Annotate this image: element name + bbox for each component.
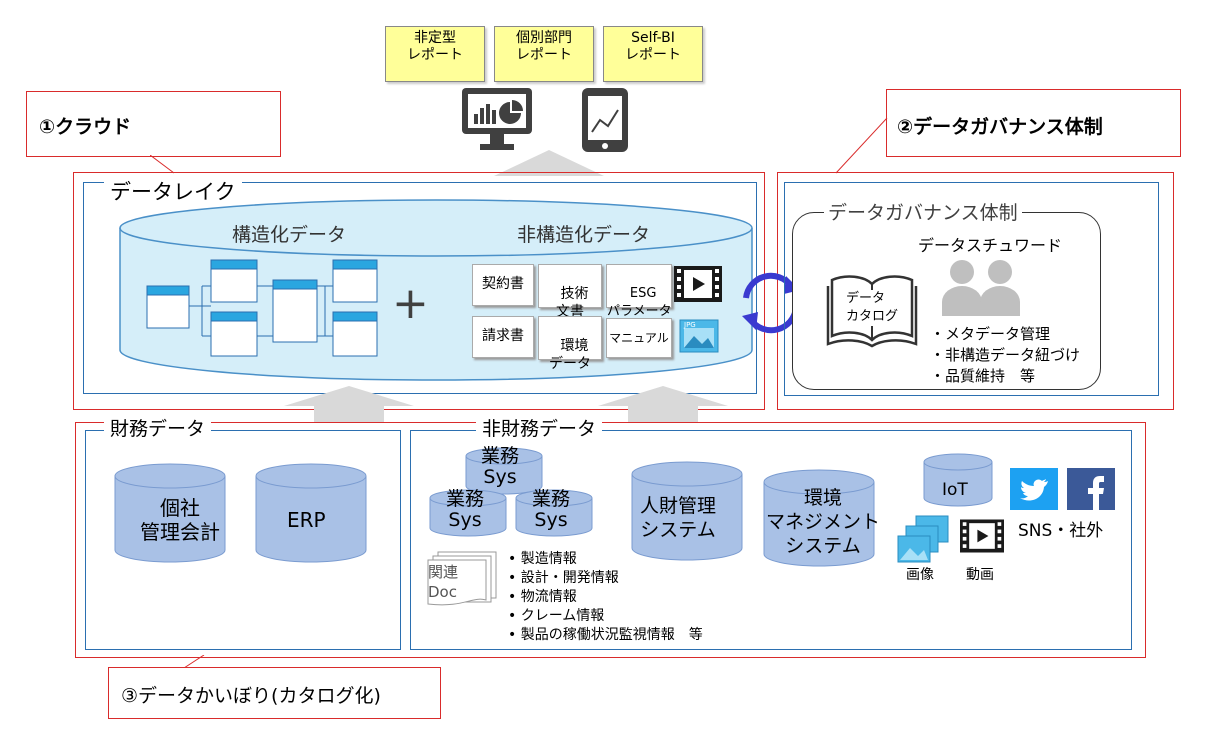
report-note-selfbi-label: Self-BI レポート [625, 30, 681, 63]
callout-cloud-label: ①クラウド [39, 116, 132, 138]
db-environment-system-label: 環境 マネジメント システム [766, 487, 881, 557]
tablet-chart-icon [582, 88, 628, 152]
report-note-adhoc-label: 非定型 レポート [407, 30, 463, 63]
video-label: 動画 [966, 567, 994, 583]
sources-frame [75, 422, 1146, 658]
nonfinancial-data-title: 非財務データ [476, 414, 603, 441]
callout-catalog-leader [183, 655, 205, 669]
doc-esg-label: ESG パラメータ [607, 286, 672, 319]
db-management-accounting-label: 個社 管理会計 [140, 496, 220, 544]
ingest-arrow-left [284, 386, 414, 422]
doc-manual: マニュアル [606, 318, 672, 358]
doc-env-label: 環境 データ [549, 338, 591, 372]
callout-governance-label: ②データガバナンス体制 [897, 116, 1103, 138]
governance-panel-title: データガバナンス体制 [824, 198, 1022, 225]
db-business-sys-right-label: 業務 Sys [532, 488, 571, 531]
db-business-sys-top-label: 業務 Sys [481, 445, 520, 488]
governance-bullets: ・メタデータ管理 ・非構造データ紐づけ ・品質維持 等 [930, 324, 1080, 387]
governance-bullet: ・品質維持 等 [930, 367, 1036, 385]
db-iot-label: IoT [942, 480, 968, 500]
unstructured-data-label: 非構造化データ [517, 224, 651, 246]
data-catalog-book-label: データ カタログ [846, 290, 899, 326]
governance-box [784, 182, 1159, 396]
db-management-accounting [114, 463, 226, 563]
table-relations-diagram [146, 259, 378, 357]
doc-contract: 契約書 [472, 264, 534, 306]
nonfinancial-bullet: • 製造情報 [508, 551, 577, 567]
db-erp [255, 463, 367, 563]
jpg-label: JPG [683, 321, 696, 329]
doc-manual-label: マニュアル [609, 331, 669, 345]
image-file-icon: JPG [679, 319, 719, 353]
monitor-chart-icon [462, 88, 532, 150]
callout-catalog-label: ③データかいぼり(カタログ化) [121, 685, 381, 707]
doc-esg: ESG パラメータ [606, 264, 672, 319]
db-hr-system [631, 461, 743, 561]
nonfinancial-bullets: • 製造情報 • 設計・開発情報 • 物流情報 • クレーム情報 • 製品の稼働… [508, 550, 703, 645]
related-docs-icon [427, 551, 497, 606]
callout-cloud: ①クラウド [26, 91, 281, 157]
doc-contract-label: 契約書 [482, 276, 524, 292]
video-small-icon [960, 519, 1004, 553]
data-lake-box [83, 182, 757, 394]
nonfinancial-data-box [410, 430, 1132, 650]
db-environment-system [763, 469, 875, 567]
governance-frame [777, 172, 1174, 410]
doc-invoice: 請求書 [472, 316, 534, 358]
report-note-department: 個別部門 レポート [494, 26, 594, 82]
nonfinancial-bullet: • 物流情報 [508, 589, 577, 605]
doc-invoice-label: 請求書 [482, 328, 524, 344]
plus-sign: + [392, 278, 429, 329]
nonfinancial-bullet: • 製品の稼働状況監視情報 等 [508, 627, 703, 643]
data-lake-title: データレイク [104, 176, 242, 206]
output-arrow [494, 150, 604, 176]
db-iot [923, 453, 993, 507]
report-note-adhoc: 非定型 レポート [385, 26, 485, 82]
people-icon [942, 260, 1020, 316]
db-hr-system-label: 人財管理 システム [640, 495, 717, 541]
related-docs-label: 関連 Doc [428, 563, 459, 601]
callout-governance-leader [836, 118, 888, 174]
db-business-sys-top [465, 447, 543, 495]
governance-bullet: ・メタデータ管理 [930, 325, 1051, 343]
db-erp-label: ERP [287, 508, 326, 532]
image-label: 画像 [906, 567, 934, 583]
doc-env: 環境 データ [538, 316, 602, 372]
callout-catalog: ③データかいぼり(カタログ化) [108, 667, 441, 719]
db-business-sys-left-label: 業務 Sys [446, 488, 485, 531]
callout-cloud-leader [150, 155, 175, 174]
db-business-sys-left [429, 489, 507, 537]
governance-bullet: ・非構造データ紐づけ [930, 346, 1081, 364]
facebook-icon [1067, 468, 1115, 510]
cloud-frame [73, 172, 765, 410]
twitter-icon [1010, 468, 1058, 510]
report-note-department-label: 個別部門 レポート [516, 30, 572, 63]
nonfinancial-bullet: • 設計・開発情報 [508, 570, 619, 586]
sns-label: SNS・社外 [1018, 521, 1104, 541]
callout-governance: ②データガバナンス体制 [886, 89, 1181, 157]
db-business-sys-right [515, 489, 593, 537]
images-icon [897, 515, 949, 563]
ingest-arrow-right [598, 386, 728, 422]
financial-data-title: 財務データ [104, 414, 212, 441]
doc-tech: 技術 文書 [538, 264, 602, 320]
financial-data-box [85, 430, 401, 650]
video-icon [674, 266, 722, 302]
data-steward-label: データスチュワード [918, 236, 1063, 255]
nonfinancial-bullet: • クレーム情報 [508, 608, 605, 624]
structured-data-label: 構造化データ [232, 224, 347, 246]
report-note-selfbi: Self-BI レポート [603, 26, 703, 82]
doc-tech-label: 技術 文書 [556, 286, 589, 320]
